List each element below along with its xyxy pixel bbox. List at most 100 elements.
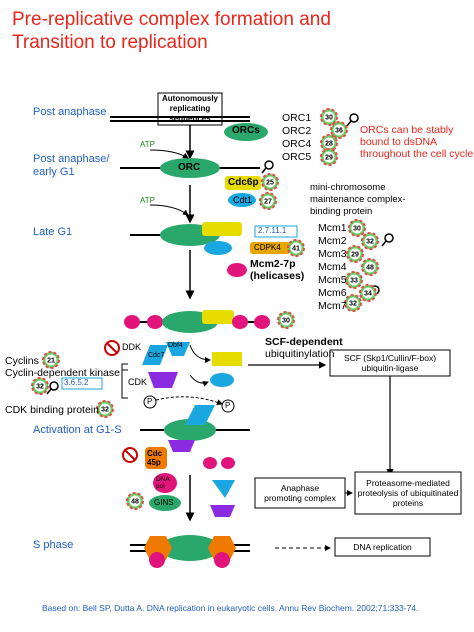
cdk-binding-label: CDK binding protein [5,404,99,416]
proteasome-box [354,471,462,515]
proteasome-line3: proteins [392,498,424,508]
released-cdc6 [212,352,242,366]
g1s-ddk [185,405,215,425]
dna-pol-line2: pol [156,483,165,490]
mcm-item-2: Mcm2 [318,235,347,247]
released-cdk [210,505,235,517]
orc-badge-1-value: 30 [325,115,333,122]
ars-line-2: replicating [169,104,211,113]
s-phase-pol-left [149,552,165,568]
title-line-1: Pre-replicative complex formation and [12,9,331,30]
orc-note-line1: ORCs can be stably [360,124,454,136]
cdpk4-badge-value: 41 [292,246,300,253]
ddk-label: DDK [122,342,142,352]
mcm-badge-6: 34 [359,284,377,302]
late-g1-cdt1 [204,241,232,255]
ars-box [157,92,223,126]
cdpk4-badge: 41 [287,239,305,257]
mcm-badge-3: 29 [346,245,364,263]
apc-line1: Anaphase [280,483,320,493]
stage-activation: Activation at G1-S [33,424,122,436]
orc-item-4: ORC5 [282,151,312,163]
cdt1-ellipse [228,193,256,207]
cdpk4-box [250,242,290,254]
cdt1-badge: 27 [259,192,277,210]
cdc45-box [145,447,167,469]
stage-early-g1: Post anaphase/ early G1 [33,153,109,179]
scf-label: SCF-dependent ubiquitinylation [265,336,343,360]
cyclin-bracket [121,363,128,372]
scf-line1: SCF-dependent [265,336,343,348]
ars-line-3: sequences [169,114,211,123]
orc-item-3: ORC4 [282,138,312,150]
stage-early-g1-line2: early G1 [33,166,75,178]
atp-label-2: ATP [140,196,155,205]
orc-badge-3: 28 [320,134,338,152]
s-phase-cdc45-left [144,536,172,560]
stage-post-anaphase: Post anaphase [33,106,107,118]
cdk-label: CDK [128,377,148,387]
cdc6-badge: 25 [261,173,279,191]
orc-item-1: ORC1 [282,112,312,124]
dbf4-shape [166,342,190,356]
phospho-2 [221,399,235,413]
dna-pol-label: DNA pol [156,476,170,490]
ec-number-2[interactable]: 3.6.5.2 [64,378,89,387]
mcm-badge-2: 32 [361,232,379,250]
mcm-badge-5: 33 [345,271,363,289]
mcm27p-line2: (helicases) [250,270,305,282]
magnifier-icon [46,381,59,395]
magnifier-icon [346,113,359,127]
mcm-desc-line3: binding protein [310,206,373,217]
mcm-badge-4: 48 [361,258,379,276]
dna-replication-box [334,537,431,557]
apc-line2: promoting complex [264,493,336,503]
late-g1-cdc6 [202,222,242,236]
phospho-1 [143,395,157,409]
mcm-right-2 [254,315,270,329]
apc-label: Anaphase promoting complex [255,483,345,503]
scf-line2: ubiquitinylation [265,348,335,360]
cyclins-label: Cyclins [5,355,39,367]
dna-replication-label: DNA replication [353,542,412,552]
mcm-badge-4-value: 48 [366,265,374,272]
ars-line-1: Autonomously [162,94,218,103]
mcm27p-label: Mcm2-7p (helicases) [250,258,304,282]
orc-note-line2: bound to dsDNA [360,136,438,148]
orc-label: ORC [178,162,201,173]
ec-box-2 [61,377,103,390]
proteasome-line1: Proteasome-mediated [366,478,450,488]
mcm-badge-7: 32 [344,294,362,312]
atp-label-1: ATP [140,140,155,149]
g1s-mcm-1 [203,457,217,469]
no-entry-icon [122,447,138,463]
stage-late-g1: Late G1 [33,226,73,238]
ec-number-1[interactable]: 2.7.11.1 [258,226,287,235]
magnifier-icon [381,233,394,247]
atp-arrow-1 [149,149,189,159]
mcm-description: mini-chromosome maintenance complex- bin… [310,182,406,218]
mcm-badge-2-value: 32 [366,239,374,246]
scf-box-label: SCF (Skp1/Cullin/F-box) ubiquitin-ligase [330,353,450,373]
gins-badge-value: 48 [131,499,139,506]
mcm-item-1: Mcm1 [318,222,347,234]
cdk-shape [148,372,178,388]
scf-badge: 30 [277,311,295,329]
activation-cdc6 [202,310,234,324]
orc-note-line3: throughout the cell cycle [360,148,474,160]
mcm-right [232,315,248,329]
release-arrow-1 [189,344,211,363]
released-ddk [212,480,235,498]
dbf4-label: Dbf4 [168,342,183,349]
phospho-label-1: P [147,397,153,406]
phospho-label-2: P [225,401,231,410]
scf-box-line1: SCF (Skp1/Cullin/F-box) [343,353,437,363]
dna-pol-ellipse [153,473,177,493]
released-cdt1 [210,373,234,387]
scf-badge-value: 30 [282,318,290,325]
orc-badge-4-value: 29 [325,155,333,162]
release-arrow-2 [189,374,209,387]
mcm-item-5: Mcm5 [318,274,347,286]
proteasome-line2: proteolysis of ubiquitinated [357,488,459,498]
